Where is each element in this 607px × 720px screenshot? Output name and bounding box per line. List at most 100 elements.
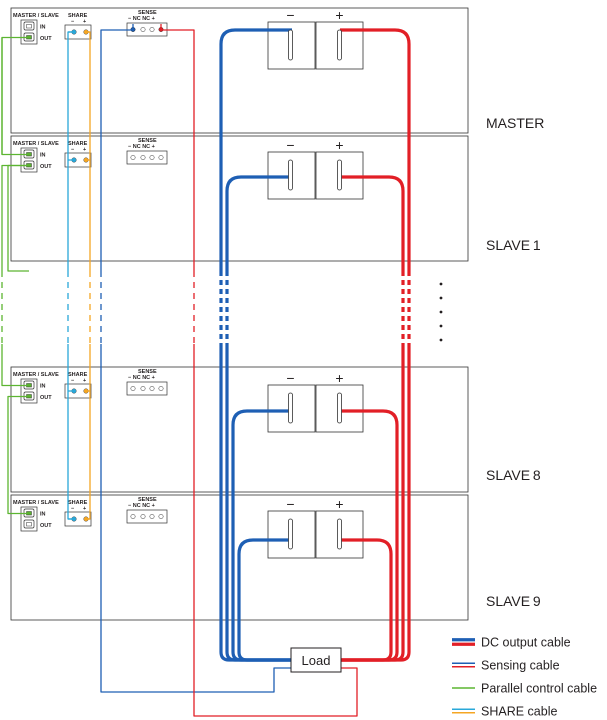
sense-pin [149, 514, 155, 519]
dc-output-cable-positive [340, 538, 393, 662]
sense-pin [149, 155, 155, 160]
sense-pin [140, 386, 146, 391]
in-label: IN [40, 25, 46, 31]
sense-label: SENSE [138, 138, 157, 144]
share-plus-label: + [83, 19, 86, 25]
positive-terminal-slot [337, 159, 342, 191]
out-label: OUT [40, 164, 52, 170]
unit-label: MASTER [486, 115, 544, 131]
dc-output-cable-negative [231, 409, 292, 662]
master-slave-label: MASTER / SLAVE [13, 13, 59, 19]
out-label: OUT [40, 36, 52, 42]
sensing-cable-negative [100, 24, 291, 693]
sense-pin [130, 514, 136, 519]
parallel-control-cable [7, 395, 29, 515]
share-label: SHARE [68, 13, 88, 19]
cables [1, 24, 411, 717]
unit-label: SLAVE 1 [486, 237, 541, 253]
dc-output-cable-positive [340, 409, 399, 662]
negative-terminal-slot [288, 159, 293, 191]
share-plus-label: + [83, 378, 86, 384]
sense-pin [140, 514, 146, 519]
dc-output-cable-positive [340, 28, 411, 271]
terminal-minus-label: − [286, 370, 294, 386]
positive-terminal-slot [337, 392, 342, 424]
share-plus-label: + [83, 506, 86, 512]
dc-output-cable-negative [237, 538, 292, 662]
negative-terminal-slot [288, 518, 293, 550]
sense-label: SENSE [138, 497, 157, 503]
unit-label: SLAVE 9 [486, 593, 541, 609]
sense-pin [130, 155, 136, 160]
share-terminal [64, 24, 92, 40]
master-slave-label: MASTER / SLAVE [13, 141, 59, 147]
sense-terminal [126, 150, 168, 165]
legend-label: DC output cable [481, 636, 571, 650]
in-port-socket [26, 24, 32, 29]
sense-label: SENSE [138, 10, 157, 16]
negative-terminal-slot [288, 29, 293, 61]
dc-output-cable-negative [219, 28, 292, 271]
sense-terminal [126, 381, 168, 396]
share-terminal [64, 152, 92, 168]
terminal-minus-label: − [286, 137, 294, 153]
sense-terminal [126, 509, 168, 524]
dc-output-cable-positive [340, 175, 405, 271]
share-label: SHARE [68, 372, 88, 378]
sense-pins-label: − NC NC + [128, 144, 155, 150]
ellipsis-dot [439, 310, 443, 314]
positive-terminal-slot [337, 29, 342, 61]
share-terminal [64, 511, 92, 527]
share-minus-label: − [71, 378, 74, 384]
sense-pin [158, 155, 164, 160]
share-minus-label: − [71, 19, 74, 25]
terminal-minus-label: − [286, 496, 294, 512]
master-slave-label: MASTER / SLAVE [13, 372, 59, 378]
terminal-plus-label: + [335, 7, 343, 23]
legend-label: Sensing cable [481, 659, 560, 673]
legend-label: Parallel control cable [481, 682, 597, 696]
out-label: OUT [40, 395, 52, 401]
sense-pins-label: − NC NC + [128, 375, 155, 381]
share-minus-label: − [71, 147, 74, 153]
load-label: Load [302, 653, 331, 668]
sense-pin [140, 155, 146, 160]
sense-pin [140, 27, 146, 32]
negative-terminal-slot [288, 392, 293, 424]
share-terminal [64, 383, 92, 399]
ellipsis-dot [439, 296, 443, 300]
ellipsis-dot [439, 324, 443, 328]
sense-pin [149, 27, 155, 32]
out-port-socket [26, 522, 32, 527]
sense-pins-label: − NC NC + [128, 16, 155, 22]
share-plus-label: + [83, 147, 86, 153]
terminal-plus-label: + [335, 496, 343, 512]
in-label: IN [40, 512, 46, 518]
share-minus-label: − [71, 506, 74, 512]
out-label: OUT [40, 523, 52, 529]
legend-label: SHARE cable [481, 705, 557, 719]
sense-pin [130, 386, 136, 391]
parallel-control-cable [1, 344, 29, 387]
sense-pin [158, 514, 164, 519]
share-label: SHARE [68, 141, 88, 147]
terminal-plus-label: + [335, 137, 343, 153]
unit-label: SLAVE 8 [486, 467, 541, 483]
share-label: SHARE [68, 500, 88, 506]
sense-pins-label: − NC NC + [128, 503, 155, 509]
parallel-control-cable [1, 164, 29, 271]
master-slave-label: MASTER / SLAVE [13, 500, 59, 506]
sense-pin [158, 386, 164, 391]
positive-terminal-slot [337, 518, 342, 550]
load-box [290, 647, 342, 673]
terminal-minus-label: − [286, 7, 294, 23]
in-label: IN [40, 384, 46, 390]
sensing-cable-positive [160, 24, 358, 717]
ellipsis-dot [439, 282, 443, 286]
sense-label: SENSE [138, 369, 157, 375]
in-label: IN [40, 153, 46, 159]
